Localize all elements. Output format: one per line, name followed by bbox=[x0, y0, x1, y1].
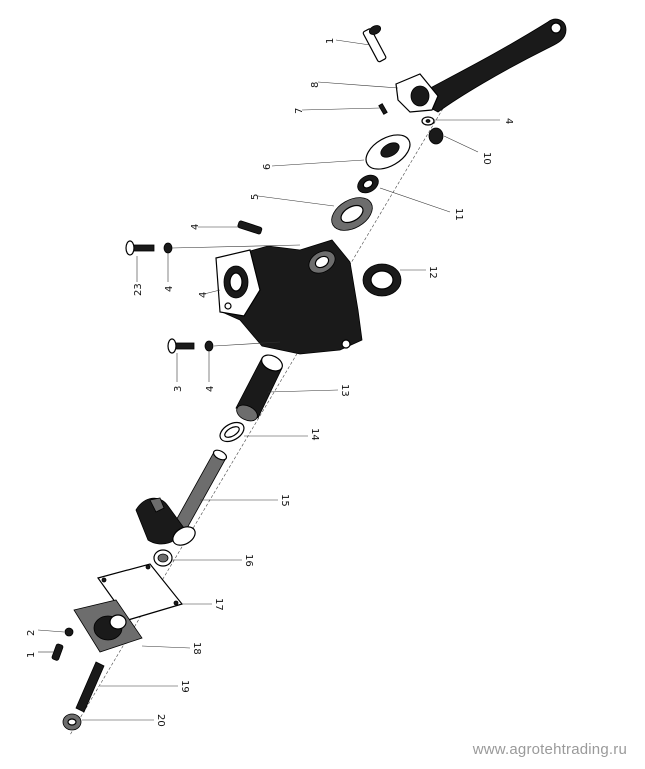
part-15-tube bbox=[235, 354, 283, 422]
part-4-washer-left-upper bbox=[163, 242, 173, 254]
callout-16: 14 bbox=[309, 428, 320, 441]
callout-22: 20 bbox=[155, 714, 166, 727]
callout-15: 13 bbox=[339, 384, 350, 397]
part-18-nut bbox=[153, 549, 173, 567]
callout-14: 12 bbox=[427, 266, 438, 279]
callout-4-upper: 4 bbox=[503, 118, 514, 124]
part-3-bolt bbox=[167, 338, 195, 354]
callout-13: 11 bbox=[453, 208, 464, 221]
part-22-nut bbox=[62, 713, 82, 731]
part-6-bolt bbox=[237, 220, 263, 235]
callout-labels: 1 8 7 4 10 6 11 5 4 12 4 23 4 3 4 13 14 … bbox=[26, 38, 514, 727]
callout-4-left-upper: 4 bbox=[164, 286, 175, 292]
part-20-cover bbox=[73, 599, 143, 653]
part-12-nut bbox=[428, 127, 444, 145]
part-17-worm-shaft bbox=[135, 449, 228, 546]
callout-20: 18 bbox=[191, 642, 202, 655]
part-14-bearing bbox=[362, 263, 402, 297]
part-16-ring bbox=[219, 421, 245, 443]
part-11-bolt bbox=[362, 25, 387, 63]
part-9-screw bbox=[378, 103, 388, 115]
callout-10: 8 bbox=[310, 82, 321, 88]
callout-6: 4 bbox=[190, 224, 201, 230]
callout-11: 1 bbox=[325, 38, 336, 44]
pitman-arm bbox=[411, 18, 567, 113]
part-23-bolt bbox=[125, 240, 155, 256]
callout-21: 19 bbox=[179, 680, 190, 693]
part-8-lock-plate bbox=[365, 134, 411, 170]
callout-19: 17 bbox=[213, 598, 224, 611]
callout-4-left-lower: 4 bbox=[205, 386, 216, 392]
callout-5: 4 bbox=[198, 292, 209, 298]
part-2-washer bbox=[64, 627, 74, 637]
callout-17: 15 bbox=[279, 494, 290, 507]
part-4-washer-upper bbox=[421, 116, 435, 126]
part-4-washer-left-lower bbox=[204, 340, 214, 352]
part-21-spring bbox=[75, 661, 105, 713]
callout-2: 2 bbox=[26, 630, 37, 636]
callout-9: 7 bbox=[294, 108, 305, 114]
part-10-clamp bbox=[395, 73, 439, 113]
part-7-splined-plate bbox=[331, 197, 373, 231]
callout-7: 5 bbox=[250, 194, 261, 200]
callout-3: 3 bbox=[173, 386, 184, 392]
callout-12: 10 bbox=[481, 152, 492, 165]
callout-8: 6 bbox=[262, 164, 273, 170]
leader-lines bbox=[37, 39, 500, 721]
part-13-seal bbox=[357, 174, 379, 194]
callout-1: 1 bbox=[26, 652, 37, 658]
callout-18: 16 bbox=[243, 554, 254, 567]
part-1-bolt bbox=[51, 643, 64, 661]
watermark: www.agrotehtrading.ru bbox=[472, 741, 627, 758]
part-5-steering-housing bbox=[215, 239, 363, 355]
callout-23: 23 bbox=[133, 283, 144, 296]
